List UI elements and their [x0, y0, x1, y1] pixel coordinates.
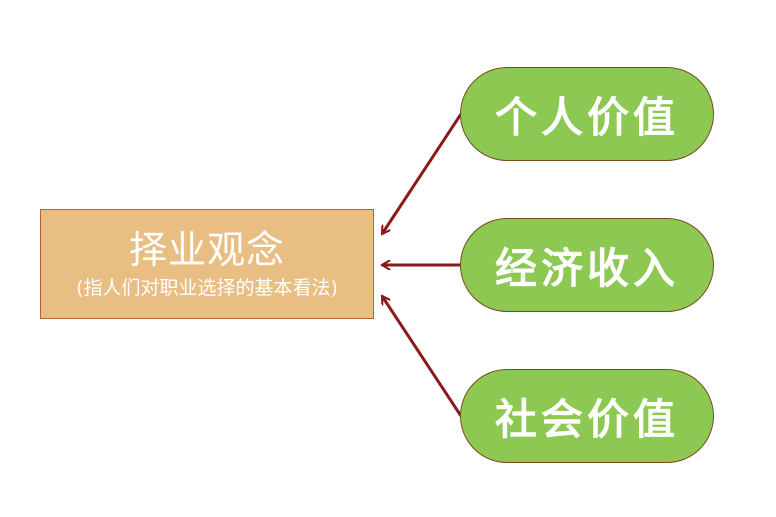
factor-label: 个人价值 — [494, 92, 679, 142]
arrow-social-value — [380, 296, 463, 417]
arrow-personal-value — [380, 113, 463, 234]
factor-personal-value: 个人价值 — [460, 67, 714, 161]
factor-economic-income: 经济收入 — [460, 218, 714, 312]
career-concept-subtitle: (指人们对职业选择的基本看法) — [76, 277, 338, 299]
factor-social-value: 社会价值 — [460, 369, 714, 463]
career-concept-title: 择业观念 — [128, 228, 285, 272]
career-concept-box: 择业观念 (指人们对职业选择的基本看法) — [40, 209, 374, 319]
factor-label: 社会价值 — [494, 394, 679, 444]
factor-label: 经济收入 — [494, 243, 679, 293]
